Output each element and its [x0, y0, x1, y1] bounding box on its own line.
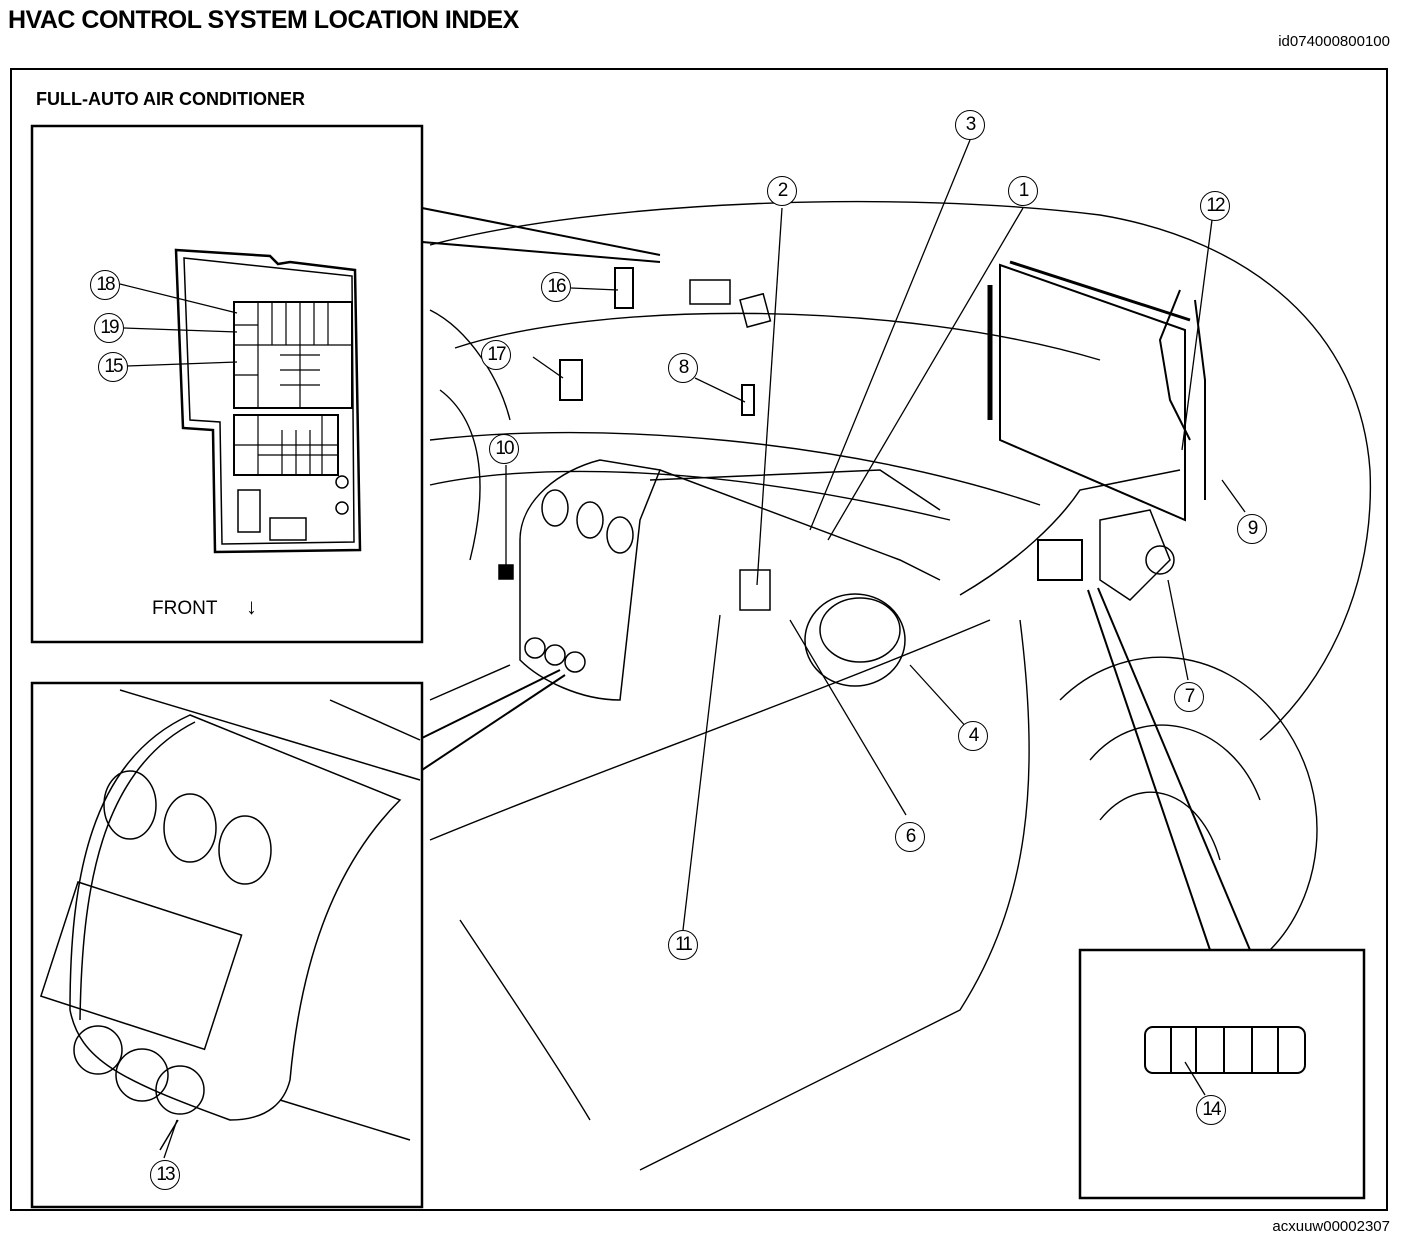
- relay-drawing: [1144, 1026, 1306, 1096]
- callout-6[interactable]: 6: [895, 822, 925, 852]
- fuse-block-inset-frame: [30, 124, 424, 644]
- vehicle-outline: [429, 200, 1372, 1171]
- front-arrow-icon: ↓: [246, 594, 257, 619]
- callout-13[interactable]: 13: [150, 1160, 180, 1190]
- page-title: HVAC CONTROL SYSTEM LOCATION INDEX: [8, 6, 519, 34]
- component-drawings: [498, 267, 1181, 701]
- callout-14[interactable]: 14: [1196, 1095, 1226, 1125]
- inset-leader-lines: [421, 207, 1251, 951]
- callout-16[interactable]: 16: [541, 272, 571, 302]
- callout-leaders: [163, 139, 1246, 1159]
- callout-18[interactable]: 18: [90, 270, 120, 300]
- callout-4[interactable]: 4: [958, 721, 988, 751]
- callout-19[interactable]: 19: [94, 313, 124, 343]
- figure-id: acxuuw00002307: [1272, 1218, 1390, 1235]
- relay-inset-frame: [1078, 948, 1366, 1200]
- condenser-drawing: [987, 260, 1206, 522]
- front-direction-label: FRONT: [152, 598, 218, 619]
- figure-frame: [10, 68, 1388, 1211]
- callout-15[interactable]: 15: [98, 352, 128, 382]
- callout-12[interactable]: 12: [1200, 191, 1230, 221]
- fuse-block-drawing: [174, 248, 362, 554]
- document-id: id074000800100: [1278, 33, 1390, 50]
- control-panel-drawing: [39, 689, 421, 1151]
- figure-subtitle: FULL-AUTO AIR CONDITIONER: [36, 89, 305, 109]
- callout-11[interactable]: 11: [668, 930, 698, 960]
- callout-3[interactable]: 3: [955, 110, 985, 140]
- callout-8[interactable]: 8: [668, 353, 698, 383]
- callout-7[interactable]: 7: [1174, 682, 1204, 712]
- callout-2[interactable]: 2: [767, 176, 797, 206]
- callout-9[interactable]: 9: [1237, 514, 1267, 544]
- callout-17[interactable]: 17: [481, 340, 511, 370]
- fuse-callout-leaders: [119, 283, 238, 367]
- callout-10[interactable]: 10: [489, 434, 519, 464]
- control-panel-inset-frame: [30, 681, 424, 1209]
- callout-1[interactable]: 1: [1008, 176, 1038, 206]
